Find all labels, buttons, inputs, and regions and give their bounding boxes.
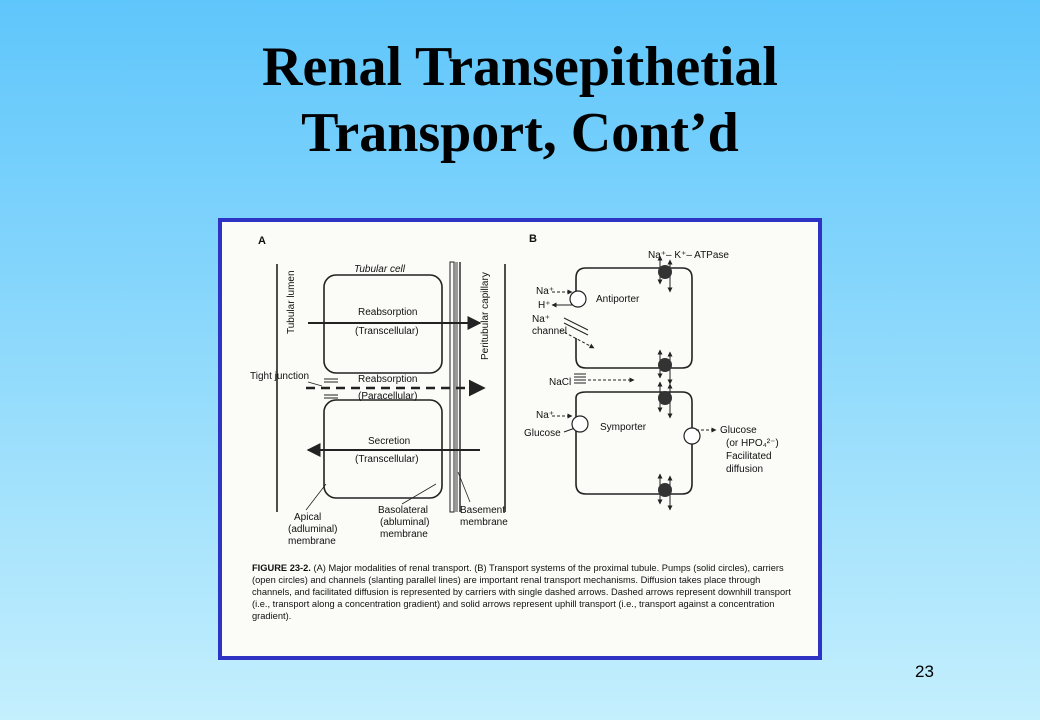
tight-junction-pointer [307,381,323,387]
pump-mid-1 [657,349,673,385]
pump-bottom [657,473,673,511]
tight-junction-lines [324,378,338,399]
reabsorption-trans-label-1: Reabsorption [358,307,417,318]
facilitated-carrier [683,427,701,445]
pump-mid-2 [657,381,673,419]
na-channel-label-2: channel [532,326,567,337]
panel-b-letter: B [529,233,537,245]
reabsorption-para-label-2: (Paracellular) [358,391,417,402]
h-plus-label: H⁺ [538,300,551,311]
apical-label-1: Apical [294,512,321,523]
pump-top [657,255,673,293]
upper-cell-b [575,267,693,369]
antiporter-label: Antiporter [596,294,640,305]
basement-pointer [457,471,471,503]
tight-junction-label: Tight junction [250,371,309,382]
glucose-out-label: Glucose [720,425,757,436]
basement-label-2: membrane [460,517,508,528]
basolateral-label-3: membrane [380,529,428,540]
symporter-label: Symporter [600,422,647,433]
basement-membrane-outer [449,261,455,513]
apical-label-3: membrane [288,536,336,547]
basolateral-pointer [401,483,437,505]
title-line-1: Renal Transepithetial [262,36,778,98]
apical-label-2: (adluminal) [288,524,337,535]
basolateral-label-2: (abluminal) [380,517,429,528]
figure-caption: FIGURE 23-2. (A) Major modalities of ren… [252,562,792,622]
atpase-label: Na⁺– K⁺– ATPase [648,250,729,261]
na-antiporter-label: Na⁺ [536,286,554,297]
page-number: 23 [915,662,934,681]
nacl-junction [574,373,586,384]
panel-a-letter: A [258,235,266,247]
transport-diagram: A Tubular lumen Peritubular capillary Tu… [250,233,779,547]
caption-label: FIGURE 23-2. [252,563,311,573]
basolateral-label-1: Basolateral [378,505,428,516]
basement-label-1: Basement [460,505,505,516]
slide-title: Renal Transepithetial Transport, Cont’d [0,34,1040,166]
antiporter-carrier [569,290,587,308]
diffusion-label: diffusion [726,464,763,475]
lower-cell-b [575,391,693,495]
peritubular-capillary-label: Peritubular capillary [480,272,491,360]
title-line-2: Transport, Cont’d [301,102,739,164]
secretion-label-1: Secretion [368,436,410,447]
secretion-label-2: (Transcellular) [355,454,419,465]
na-channel-lines [563,317,589,336]
symporter-carrier [571,415,589,433]
na-channel-arrow [559,329,595,349]
reabsorption-trans-label-2: (Transcellular) [355,326,419,337]
na-symporter-label: Na⁺ [536,410,554,421]
glucose-in-label: Glucose [524,428,561,439]
tubular-cell-label: Tubular cell [354,264,406,275]
tubular-lumen-label: Tubular lumen [286,270,297,334]
caption-text: (A) Major modalities of renal transport.… [252,563,791,621]
apical-pointer [305,483,327,511]
figure-frame: A Tubular lumen Peritubular capillary Tu… [218,218,822,660]
hpo4-label: (or HPO₄²⁻) [726,438,779,449]
na-channel-label-1: Na⁺ [532,314,550,325]
nacl-label: NaCl [549,377,571,388]
facilitated-label: Facilitated [726,451,772,462]
reabsorption-para-label-1: Reabsorption [358,374,417,385]
